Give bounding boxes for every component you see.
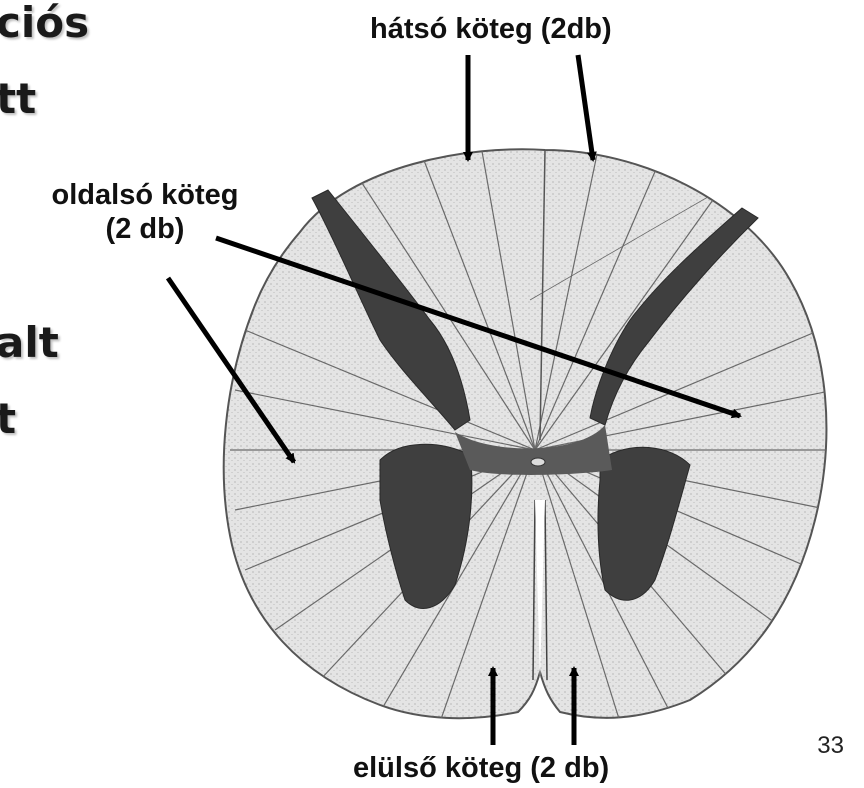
central-canal (531, 458, 545, 466)
label-lateral-line-2: (2 db) (2, 212, 288, 246)
label-anterior-column: elülső köteg (2 db) (353, 751, 609, 785)
label-lateral-column: oldalsó köteg (2 db) (2, 178, 288, 246)
page-number: 33 (817, 732, 844, 760)
label-lateral-line-1: oldalsó köteg (2, 178, 288, 212)
arrow-posterior-right (578, 55, 593, 160)
label-posterior-column: hátsó köteg (2db) (370, 12, 612, 46)
